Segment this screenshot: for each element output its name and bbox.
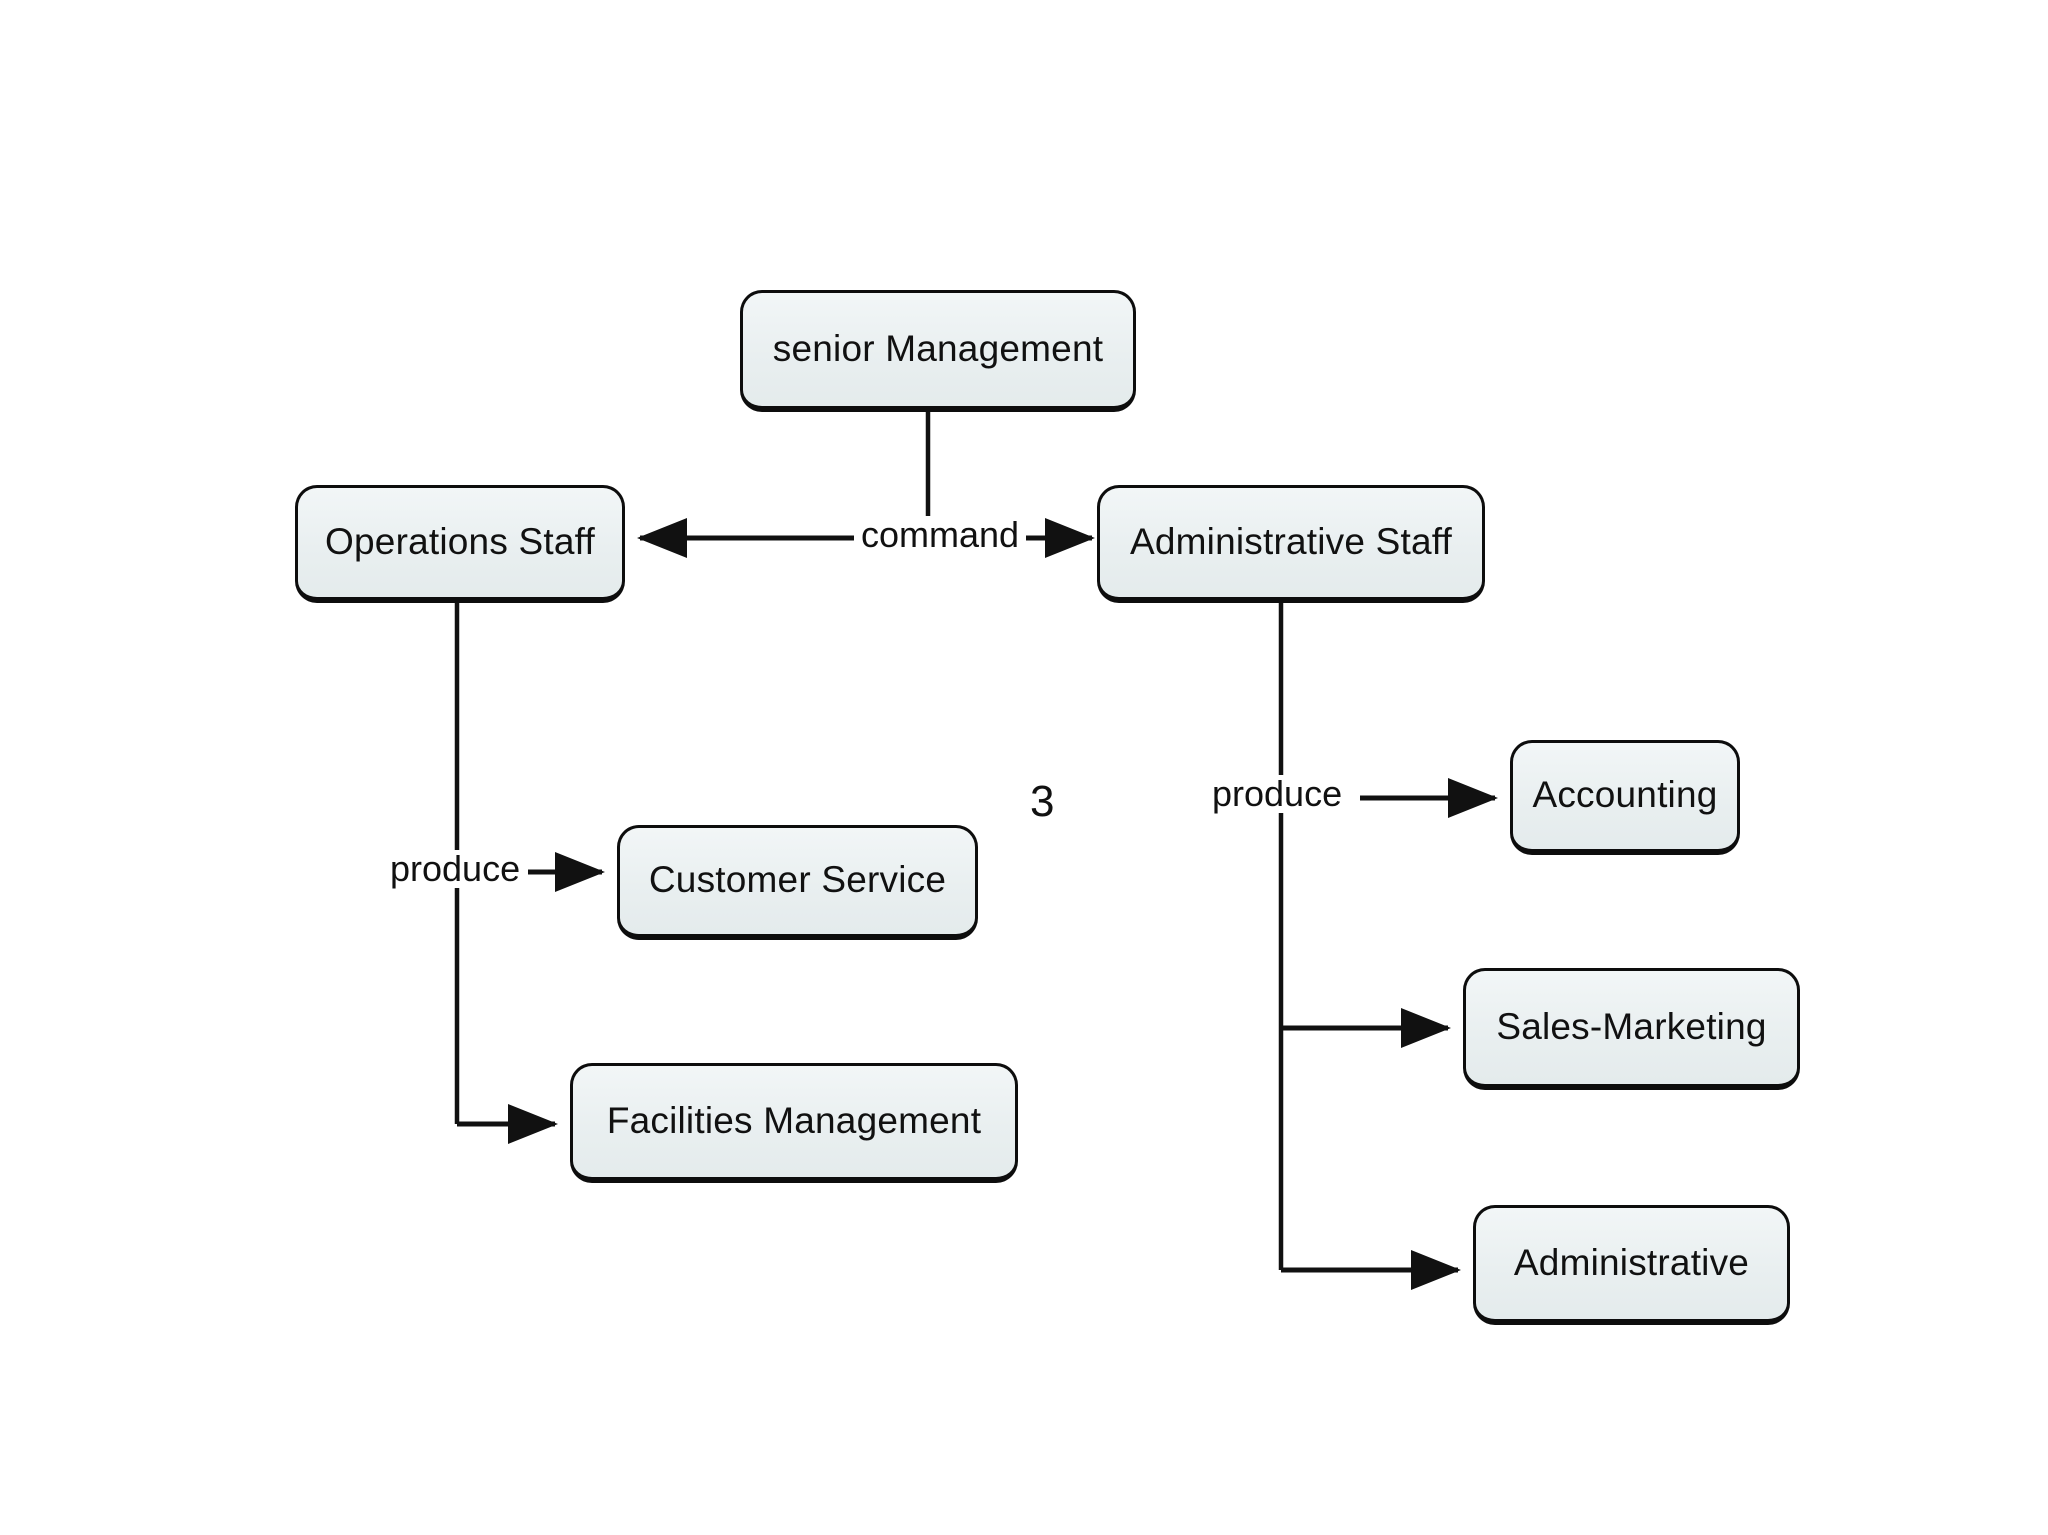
node-senior-management[interactable]: senior Management <box>740 290 1136 412</box>
node-label-accounting: Accounting <box>1532 774 1718 815</box>
node-facilities-management[interactable]: Facilities Management <box>570 1063 1018 1183</box>
node-label-operations-staff: Operations Staff <box>325 520 595 562</box>
node-operations-staff[interactable]: Operations Staff <box>295 485 625 603</box>
node-label-administrative-staff: Administrative Staff <box>1129 520 1453 562</box>
node-label-administrative: Administrative <box>1513 1241 1750 1283</box>
edge-label-command: command <box>854 516 1027 554</box>
node-label-sales-marketing: Sales-Marketing <box>1496 1005 1767 1047</box>
node-label-customer-service: Customer Service <box>648 859 947 900</box>
node-administrative[interactable]: Administrative <box>1473 1205 1790 1325</box>
node-customer-service[interactable]: Customer Service <box>617 825 978 940</box>
node-label-senior-management: senior Management <box>772 327 1104 369</box>
node-accounting[interactable]: Accounting <box>1510 740 1740 855</box>
node-sales-marketing[interactable]: Sales-Marketing <box>1463 968 1800 1090</box>
edge-label-produce-right: produce <box>1205 775 1350 813</box>
page-number: 3 <box>1030 777 1055 826</box>
node-administrative-staff[interactable]: Administrative Staff <box>1097 485 1485 603</box>
node-label-facilities-management: Facilities Management <box>606 1099 982 1141</box>
edge-label-produce-left: produce <box>383 850 528 888</box>
